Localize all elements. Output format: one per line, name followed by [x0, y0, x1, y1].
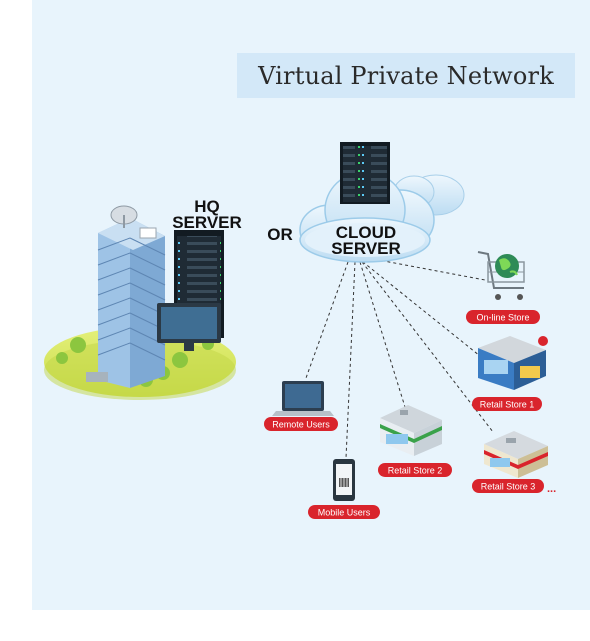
link-retail-store-2 [359, 261, 406, 408]
link-online-store [351, 254, 486, 281]
retail-store-3-label-text: Retail Store 3 [481, 482, 536, 492]
hq-label-line2: SERVER [172, 213, 242, 232]
retail-store-2-label: Retail Store 2 [378, 463, 452, 477]
diagram-title: Virtual Private Network [258, 61, 554, 90]
smartphone-icon [333, 459, 355, 501]
or-label: OR [267, 225, 293, 244]
store-2-icon [380, 405, 442, 456]
online-store-label: On-line Store [466, 310, 540, 324]
link-mobile-users [345, 261, 356, 459]
remote-users-label: Remote Users [264, 417, 338, 431]
network-links [305, 254, 494, 459]
retail-store-2-label-text: Retail Store 2 [388, 466, 443, 476]
link-remote-users [305, 261, 349, 379]
cloud-label-line1: CLOUD [336, 223, 396, 242]
link-retail-store-1 [357, 257, 486, 361]
store-3-icon [484, 431, 548, 478]
mobile-users-label: Mobile Users [308, 505, 380, 519]
more-nodes-ellipsis: ... [547, 483, 556, 495]
store-icon [478, 336, 548, 390]
online-store-label-text: On-line Store [476, 313, 529, 323]
cloud-server-rack-icon [340, 142, 390, 204]
remote-users-label-text: Remote Users [272, 420, 330, 430]
retail-store-1-label-text: Retail Store 1 [480, 400, 535, 410]
retail-store-3-label: Retail Store 3 [472, 479, 544, 493]
monitor-icon [157, 303, 221, 351]
globe-icon [495, 254, 519, 278]
mobile-users-label-text: Mobile Users [318, 508, 371, 518]
title-banner: Virtual Private Network [237, 53, 575, 98]
retail-store-1-label: Retail Store 1 [472, 397, 542, 411]
laptop-icon [272, 381, 334, 416]
hq-label-line1: HQ [194, 197, 220, 216]
cloud-label-line2: SERVER [331, 239, 401, 258]
